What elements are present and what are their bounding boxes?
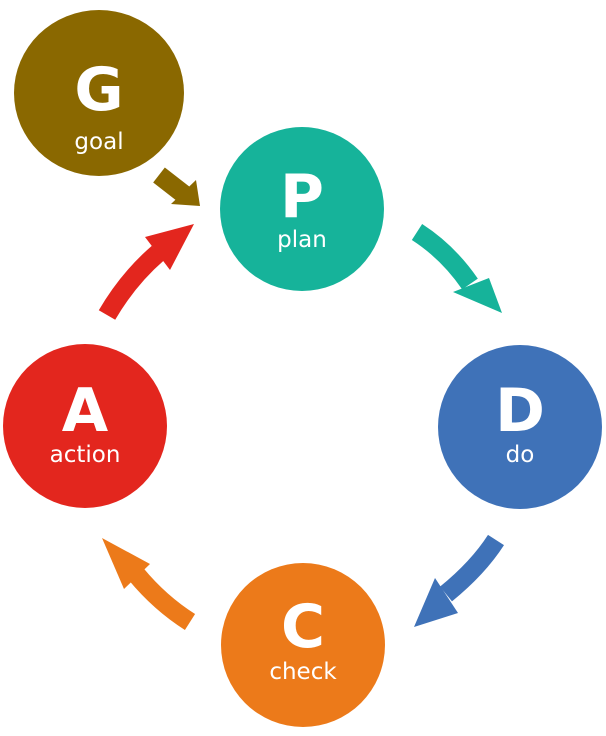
- do-circle: D do: [438, 345, 602, 509]
- plan-letter: P: [280, 162, 324, 232]
- do-label: do: [505, 442, 535, 468]
- arrow-do-to-check: [414, 534, 504, 627]
- arrow-action-to-plan-shaft: [98, 245, 165, 320]
- check-letter: C: [280, 592, 326, 662]
- action-circle: A action: [3, 344, 167, 508]
- do-letter: D: [495, 376, 545, 446]
- arrow-goal-to-plan-head: [171, 180, 200, 206]
- goal-letter: G: [74, 55, 124, 125]
- arrow-plan-to-do-shaft: [411, 224, 478, 290]
- action-label: action: [49, 442, 121, 468]
- arrow-do-to-check-shaft: [439, 534, 504, 602]
- arrow-do-to-check-head: [414, 578, 458, 627]
- arrow-action-to-plan: [98, 224, 194, 320]
- plan-circle: P plan: [220, 127, 384, 291]
- arrow-action-to-plan-head: [145, 224, 194, 270]
- arrow-goal-to-plan: [153, 167, 200, 206]
- check-circle: C check: [221, 563, 385, 727]
- arrow-check-to-action: [102, 538, 196, 631]
- plan-label: plan: [277, 227, 327, 253]
- goal-label: goal: [74, 129, 124, 155]
- arrow-plan-to-do: [411, 224, 502, 313]
- action-letter: A: [61, 376, 109, 446]
- arrow-plan-to-do-head: [453, 278, 502, 313]
- arrow-check-to-action-shaft: [128, 567, 196, 631]
- arrow-goal-to-plan-shaft: [153, 167, 192, 204]
- check-label: check: [269, 659, 337, 685]
- arrow-check-to-action-head: [102, 538, 150, 589]
- goal-circle: G goal: [14, 10, 184, 176]
